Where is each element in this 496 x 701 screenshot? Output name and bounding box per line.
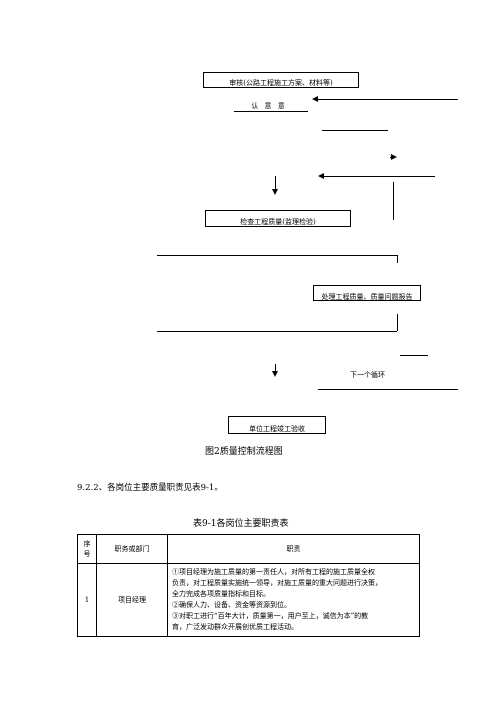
flow-box-review-plan-text: 审核(公路工程施工方案、材料等) bbox=[229, 79, 333, 87]
table-row: 1 项目经理 ①项目经理为施工质量的第一责任人，对所有工程的施工质量全权 负责，… bbox=[77, 563, 420, 637]
duty-table: 序号 职务或部门 职责 1 项目经理 ①项目经理为施工质量的第一责任人，对所有工… bbox=[77, 534, 420, 637]
arrow-left-icon bbox=[312, 96, 318, 102]
flow-box-handle-issues: 处理工程质量、质量问题报告 bbox=[313, 285, 421, 301]
row-duties: ①项目经理为施工质量的第一责任人，对所有工程的施工质量全权 负责，对工程质量实施… bbox=[167, 563, 420, 637]
figure-caption: 图2质量控制流程图 bbox=[205, 447, 283, 457]
duty-line: 全力完成各项质量指标和目标。 bbox=[172, 590, 270, 598]
flow-box-inspect-quality-text: 检查工程质量(监理检验) bbox=[240, 218, 316, 226]
table-title: 表9-1各岗位主要职责表 bbox=[193, 519, 289, 529]
flow-line bbox=[322, 130, 388, 131]
arrow-right-icon bbox=[391, 154, 397, 160]
flow-line bbox=[324, 176, 434, 177]
flow-box-final-acceptance-text: 单位工程竣工验收 bbox=[249, 425, 305, 433]
duty-line: ③对职工进行“百年大计，质量第一，用户至上，诚信为本”的教 bbox=[172, 612, 369, 620]
flow-line bbox=[318, 99, 458, 100]
flow-next-cycle-label: 下一个循环 bbox=[350, 371, 385, 379]
flow-line bbox=[234, 111, 308, 112]
flow-box-handle-issues-text: 处理工程质量、质量问题报告 bbox=[321, 293, 413, 301]
flow-line bbox=[400, 355, 428, 356]
duty-line: 负责，对工程质量实施统一领导，对施工质量的重大问题进行决策， bbox=[172, 579, 382, 587]
flow-line bbox=[157, 255, 398, 256]
flow-line bbox=[397, 255, 398, 263]
header-index: 序号 bbox=[77, 534, 97, 564]
flow-line bbox=[318, 389, 458, 390]
flow-line bbox=[397, 314, 398, 331]
section-paragraph: 9.2.2、各岗位主要质量职责见表9-1。 bbox=[77, 483, 223, 493]
flow-line bbox=[393, 182, 394, 220]
flow-line bbox=[275, 364, 276, 372]
flow-line bbox=[390, 157, 393, 158]
duty-line: ①项目经理为施工质量的第一责任人，对所有工程的施工质量全权 bbox=[172, 568, 375, 576]
flow-box-review-plan-subtext: 认 意 意 bbox=[251, 102, 287, 110]
duty-line: ②确保人力、设备、资金等资源到位。 bbox=[172, 601, 291, 609]
flow-line bbox=[275, 176, 276, 190]
arrow-down-icon bbox=[272, 189, 278, 195]
flow-box-final-acceptance: 单位工程竣工验收 bbox=[228, 416, 326, 434]
flow-line bbox=[157, 331, 397, 332]
flow-box-review-plan: 审核(公路工程施工方案、材料等) bbox=[203, 72, 359, 88]
duty-line: 育，广泛发动群众开展创优质工程活动。 bbox=[172, 623, 298, 631]
header-role: 职务或部门 bbox=[96, 534, 168, 564]
table-header-row: 序号 职务或部门 职责 bbox=[77, 534, 420, 564]
flow-box-inspect-quality: 检查工程质量(监理检验) bbox=[205, 210, 351, 227]
arrow-down-icon bbox=[272, 371, 278, 377]
row-index: 1 bbox=[77, 563, 97, 637]
header-index-text: 序号 bbox=[83, 540, 91, 558]
arrow-left-icon bbox=[318, 173, 324, 179]
header-duties: 职责 bbox=[167, 534, 420, 564]
row-role: 项目经理 bbox=[96, 563, 168, 637]
flow-line bbox=[434, 176, 435, 177]
